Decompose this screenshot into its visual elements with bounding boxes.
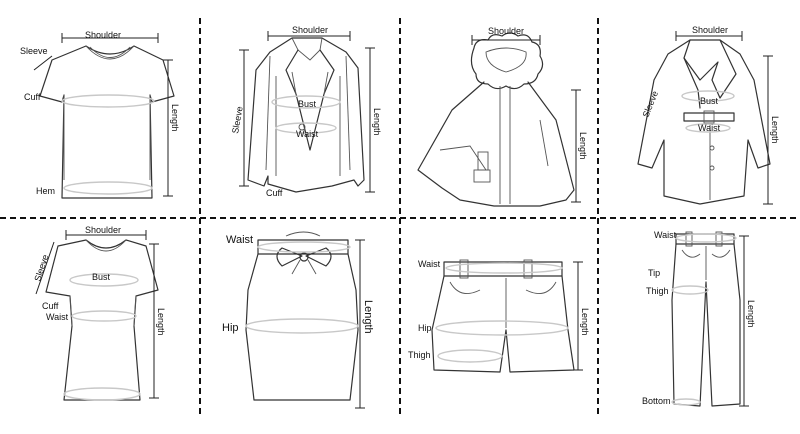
shorts-icon <box>431 259 575 373</box>
trousers-bottom-label: Bottom <box>642 396 671 406</box>
belted-coat-shoulder-label: Shoulder <box>692 25 728 35</box>
dress-length-label: Length <box>156 308 166 336</box>
tshirt-icon <box>39 45 175 199</box>
shorts-length-label: Length <box>580 308 590 336</box>
skirt-length-label: Length <box>362 300 374 334</box>
belted-coat-bust-label: Bust <box>700 96 719 106</box>
trousers-length-label: Length <box>746 300 756 328</box>
skirt-measure-lines <box>355 239 365 409</box>
dress-measure-lines <box>35 230 159 399</box>
tshirt-hem-label: Hem <box>36 186 55 196</box>
skirt-hip-label: Hip <box>222 322 239 334</box>
trousers-waist-label: Waist <box>654 230 677 240</box>
tshirt-sleeve-label: Sleeve <box>20 46 48 56</box>
shorts-thigh-label: Thigh <box>408 350 431 360</box>
dress-icon <box>45 239 159 401</box>
belted-coat-sleeve-label: Sleeve <box>641 89 661 118</box>
belted-coat-length-label: Length <box>770 116 780 144</box>
tshirt-measure-lines <box>33 33 173 197</box>
blazer-length-label: Length <box>372 108 382 136</box>
bow-skirt-icon <box>245 231 359 401</box>
belted-coat-icon <box>637 39 771 205</box>
belted-coat-measure-lines <box>675 31 773 205</box>
grid-dividers <box>0 18 800 418</box>
dress-bust-label: Bust <box>92 272 111 282</box>
blazer-measure-lines <box>239 31 375 193</box>
trousers-tip-label: Tip <box>648 268 660 278</box>
blazer-shoulder-label: Shoulder <box>292 25 328 35</box>
tshirt-cuff-label: Cuff <box>24 92 41 102</box>
trousers-thigh-label: Thigh <box>646 286 669 296</box>
trousers-icon <box>671 231 741 407</box>
tshirt-shoulder-label: Shoulder <box>85 30 121 40</box>
dress-waist-label: Waist <box>46 312 69 322</box>
blazer-cuff-label: Cuff <box>266 188 283 198</box>
cape-length-label: Length <box>578 132 588 160</box>
shorts-waist-label: Waist <box>418 259 441 269</box>
dress-cuff-label: Cuff <box>42 301 59 311</box>
cape-measure-lines <box>471 35 581 203</box>
blazer-waist-label: Waist <box>296 129 319 139</box>
cape-shoulder-label: Shoulder <box>488 26 524 36</box>
blazer-bust-label: Bust <box>298 99 317 109</box>
tshirt-length-label: Length <box>170 104 180 132</box>
blazer-icon <box>247 37 365 193</box>
blazer-sleeve-label: Sleeve <box>230 105 245 134</box>
dress-sleeve-label: Sleeve <box>32 253 50 282</box>
belted-coat-waist-label: Waist <box>698 123 721 133</box>
fur-hood-cape-coat-icon <box>417 32 575 207</box>
dress-shoulder-label: Shoulder <box>85 225 121 235</box>
trousers-measure-lines <box>739 235 749 407</box>
shorts-measure-lines <box>573 261 583 371</box>
skirt-waist-label: Waist <box>226 234 253 246</box>
shorts-hip-label: Hip <box>418 323 432 333</box>
